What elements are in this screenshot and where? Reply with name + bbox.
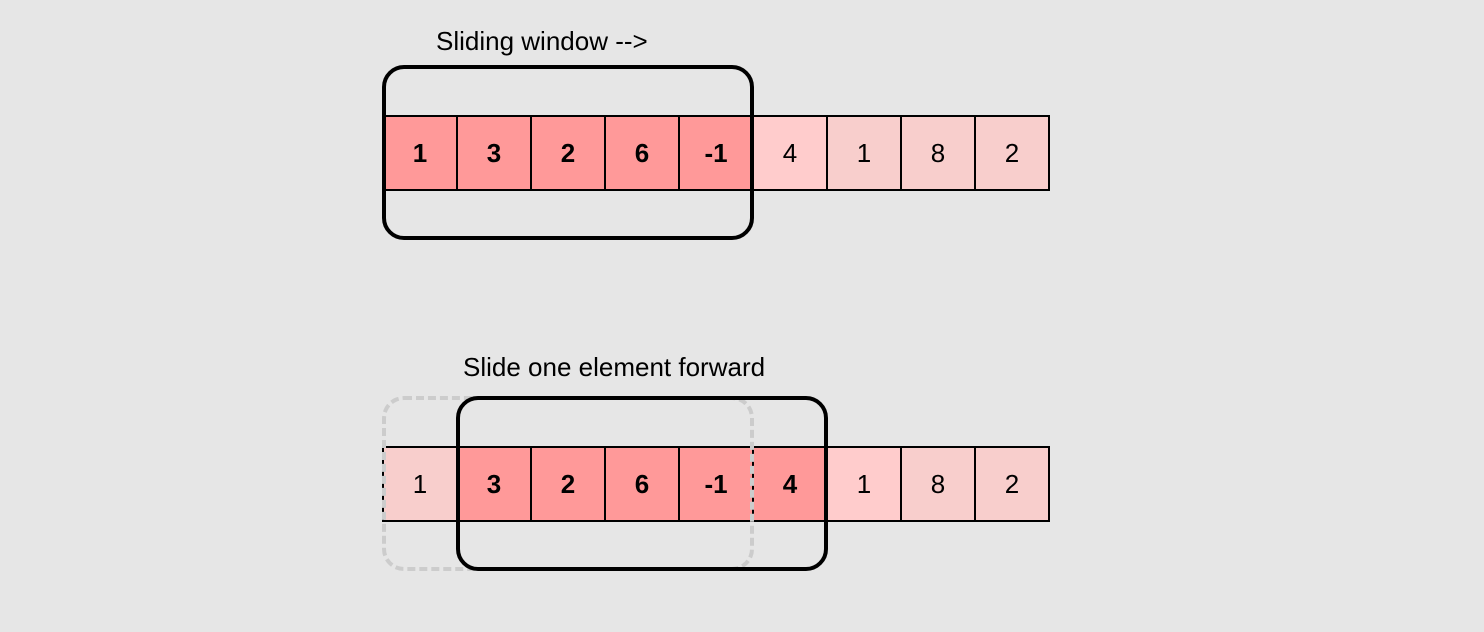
array-cell: 2 xyxy=(976,446,1050,522)
array-cell: 6 xyxy=(606,446,680,522)
array-cell: 1 xyxy=(382,115,458,191)
array-row-slid: 1 3 2 6 -1 4 1 8 2 xyxy=(382,446,1050,522)
array-cell: 1 xyxy=(828,446,902,522)
array-cell: 4 xyxy=(754,115,828,191)
array-cell: 4 xyxy=(754,446,828,522)
array-cell: 2 xyxy=(976,115,1050,191)
array-cell: 2 xyxy=(532,115,606,191)
array-row-initial: 1 3 2 6 -1 4 1 8 2 xyxy=(382,115,1050,191)
caption-sliding-window: Sliding window --> xyxy=(436,26,648,56)
array-cell: -1 xyxy=(680,446,754,522)
array-cell: 6 xyxy=(606,115,680,191)
array-cell: -1 xyxy=(680,115,754,191)
array-cell: 3 xyxy=(458,446,532,522)
array-cell: 3 xyxy=(458,115,532,191)
array-cell: 2 xyxy=(532,446,606,522)
caption-slide-forward: Slide one element forward xyxy=(463,352,766,382)
array-cell: 8 xyxy=(902,115,976,191)
array-cell: 1 xyxy=(382,446,458,522)
array-cell: 8 xyxy=(902,446,976,522)
array-cell: 1 xyxy=(828,115,902,191)
